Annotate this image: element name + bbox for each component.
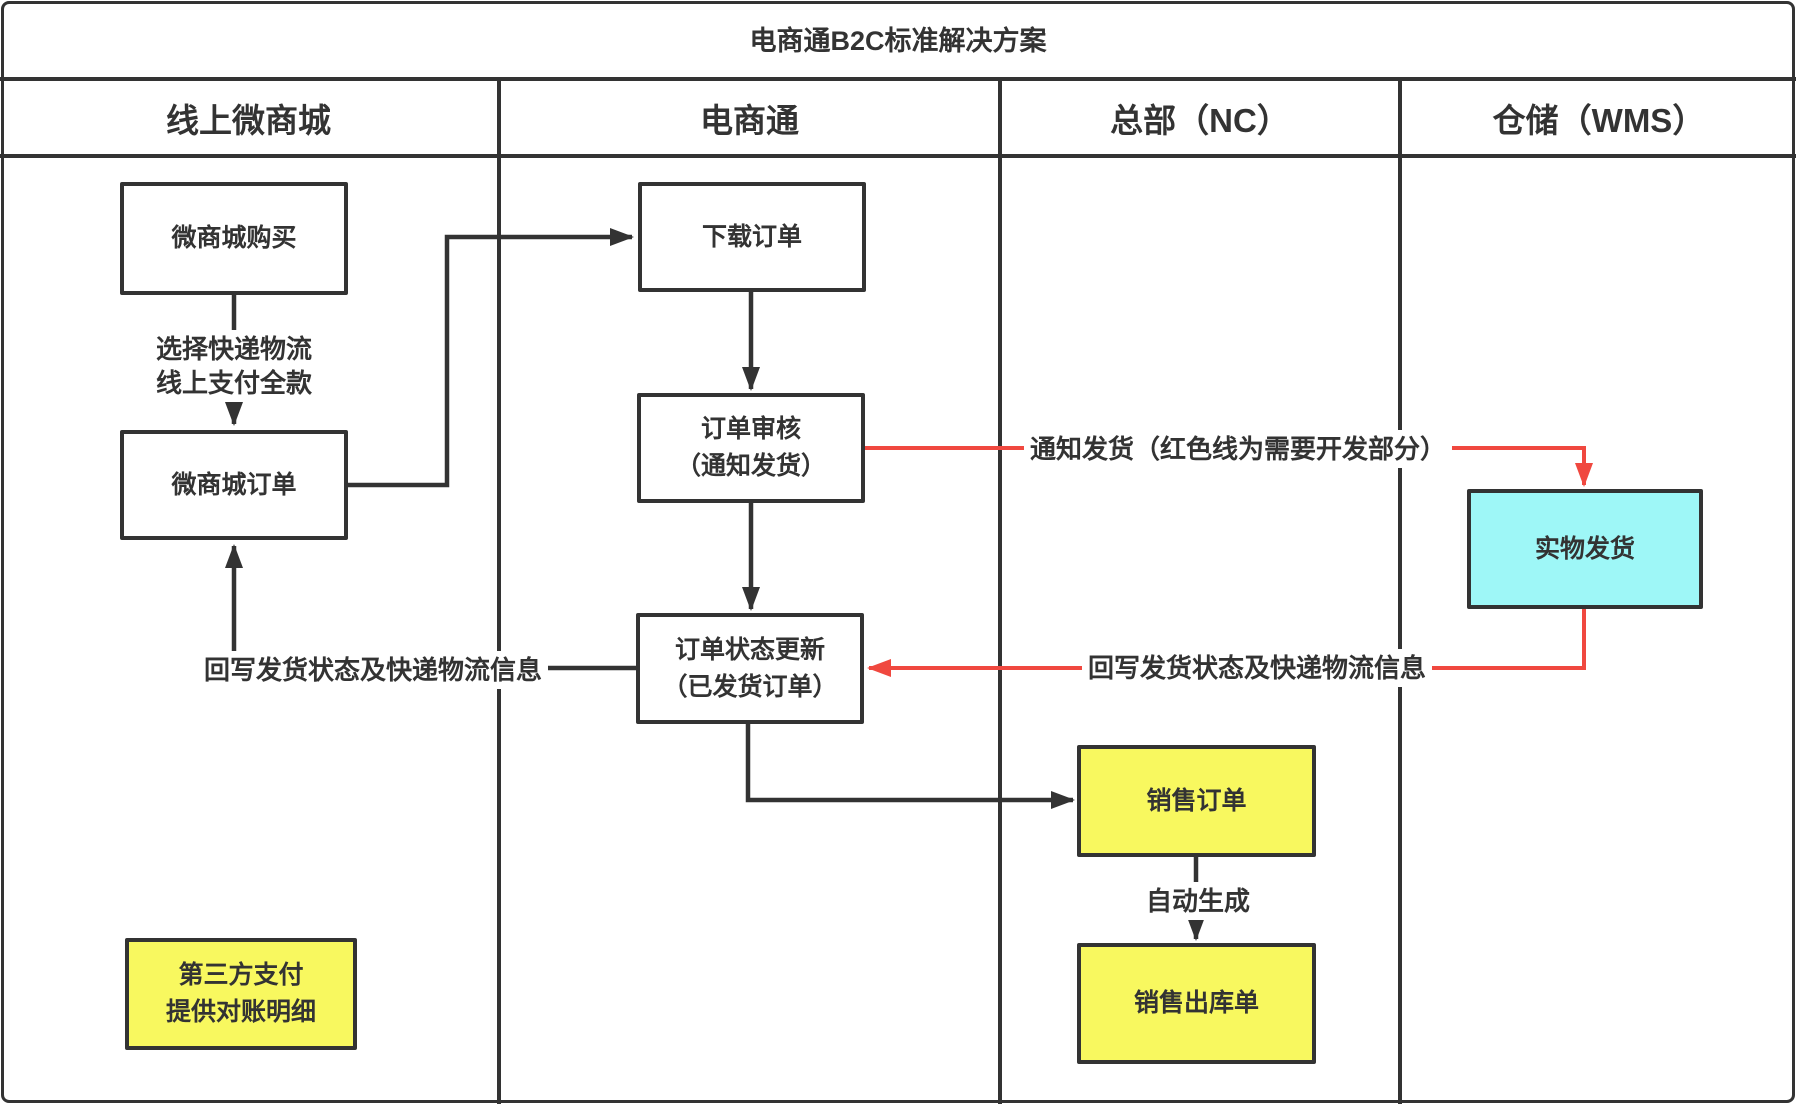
lane-divider-3: [1398, 77, 1402, 1104]
edge-label-auto-generate: 自动生成: [1139, 882, 1257, 920]
diagram-title: 电商通B2C标准解决方案: [749, 26, 1047, 56]
node-download-order: 下载订单: [638, 182, 866, 292]
connector-update-to-wechat-order-writeback: [225, 544, 636, 671]
node-physical-shipping: 实物发货: [1467, 489, 1703, 609]
connector-wechat-order-to-download: [348, 228, 634, 488]
node-order-status-update: 订单状态更新 （已发货订单）: [636, 613, 864, 724]
lane-header-mall: 线上微商城: [166, 101, 331, 139]
edge-label-writeback-mall: 回写发货状态及快递物流信息: [197, 651, 549, 689]
lane-divider-2: [998, 77, 1002, 1104]
node-order-audit: 订单审核 （通知发货）: [637, 393, 865, 503]
lane-divider-1: [497, 77, 501, 1104]
lane-header-wms: 仓储（WMS）: [1492, 101, 1706, 139]
node-third-party-payment: 第三方支付 提供对账明细: [125, 938, 357, 1050]
lane-header-ecommerce: 电商通: [700, 101, 799, 139]
connector-update-to-sales-order: [745, 724, 1075, 809]
header-separator-line: [0, 154, 1796, 158]
node-wechat-mall-order: 微商城订单: [120, 430, 348, 540]
node-wechat-mall-purchase: 微商城购买: [120, 182, 348, 295]
edge-label-pay-logistics: 选择快递物流 线上支付全款: [149, 330, 319, 402]
node-sales-outbound-order: 销售出库单: [1077, 943, 1316, 1064]
title-separator-line: [0, 77, 1796, 81]
lane-header-hq-nc: 总部（NC）: [1110, 101, 1290, 139]
edge-label-writeback-wms: 回写发货状态及快递物流信息: [1081, 649, 1433, 687]
edge-label-notify-shipping: 通知发货（红色线为需要开发部分）: [1023, 430, 1453, 468]
node-sales-order: 销售订单: [1077, 745, 1316, 857]
